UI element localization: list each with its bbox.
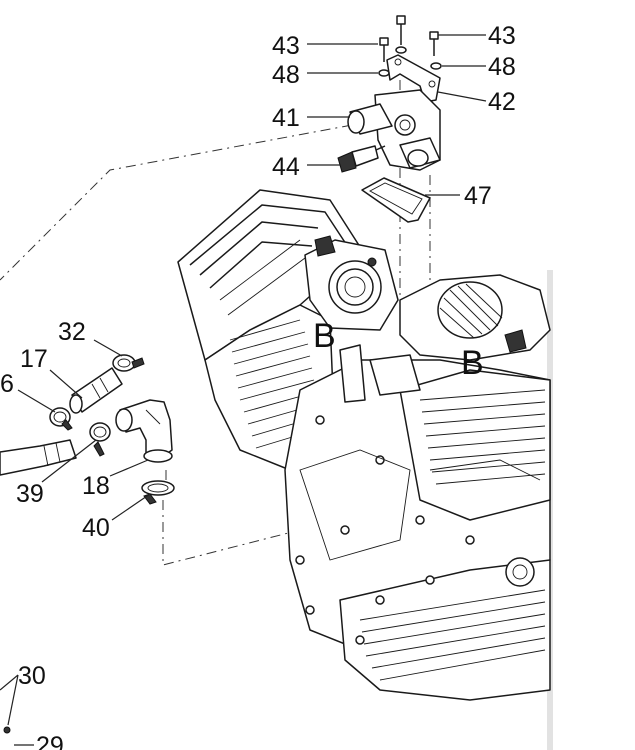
callout-18: 18 — [82, 472, 110, 500]
callout-47: 47 — [464, 182, 492, 210]
thermostat-assembly — [337, 15, 442, 223]
callout-40: 40 — [82, 514, 110, 542]
callout-42: 42 — [488, 88, 516, 116]
callout-39: 39 — [16, 480, 44, 508]
hose-assembly — [0, 354, 175, 505]
callout-32: 32 — [58, 318, 86, 346]
leader-lines — [17, 34, 487, 521]
hose-17 — [69, 367, 123, 414]
callout-41: 41 — [272, 104, 300, 132]
fasteners-29-30 — [0, 674, 34, 746]
reference-markers: B B — [313, 317, 484, 382]
gasket-47 — [361, 177, 431, 223]
marker-b: B — [313, 317, 336, 355]
clamp-40 — [141, 480, 175, 505]
bolt-43 — [379, 15, 439, 62]
clamp-6 — [49, 407, 73, 431]
marker-b: B — [461, 344, 484, 382]
callout-48: 48 — [272, 61, 300, 89]
callout-43: 43 — [272, 32, 300, 60]
clamp-32 — [112, 354, 145, 372]
callout-labels: 43 48 43 48 42 41 44 47 32 17 6 39 18 40… — [0, 22, 516, 750]
callout-44: 44 — [272, 153, 300, 181]
callout-48: 48 — [488, 53, 516, 81]
elbow-hose-18 — [115, 399, 173, 463]
temperature-sensor-44 — [337, 145, 386, 173]
callout-17: 17 — [20, 345, 48, 373]
callout-43: 43 — [488, 22, 516, 50]
engine-block — [177, 189, 551, 701]
washer-48 — [378, 46, 442, 77]
callout-29: 29 — [36, 732, 64, 750]
callout-6: 6 — [0, 370, 14, 398]
clamp-39 — [89, 422, 111, 457]
callout-30: 30 — [18, 662, 46, 690]
